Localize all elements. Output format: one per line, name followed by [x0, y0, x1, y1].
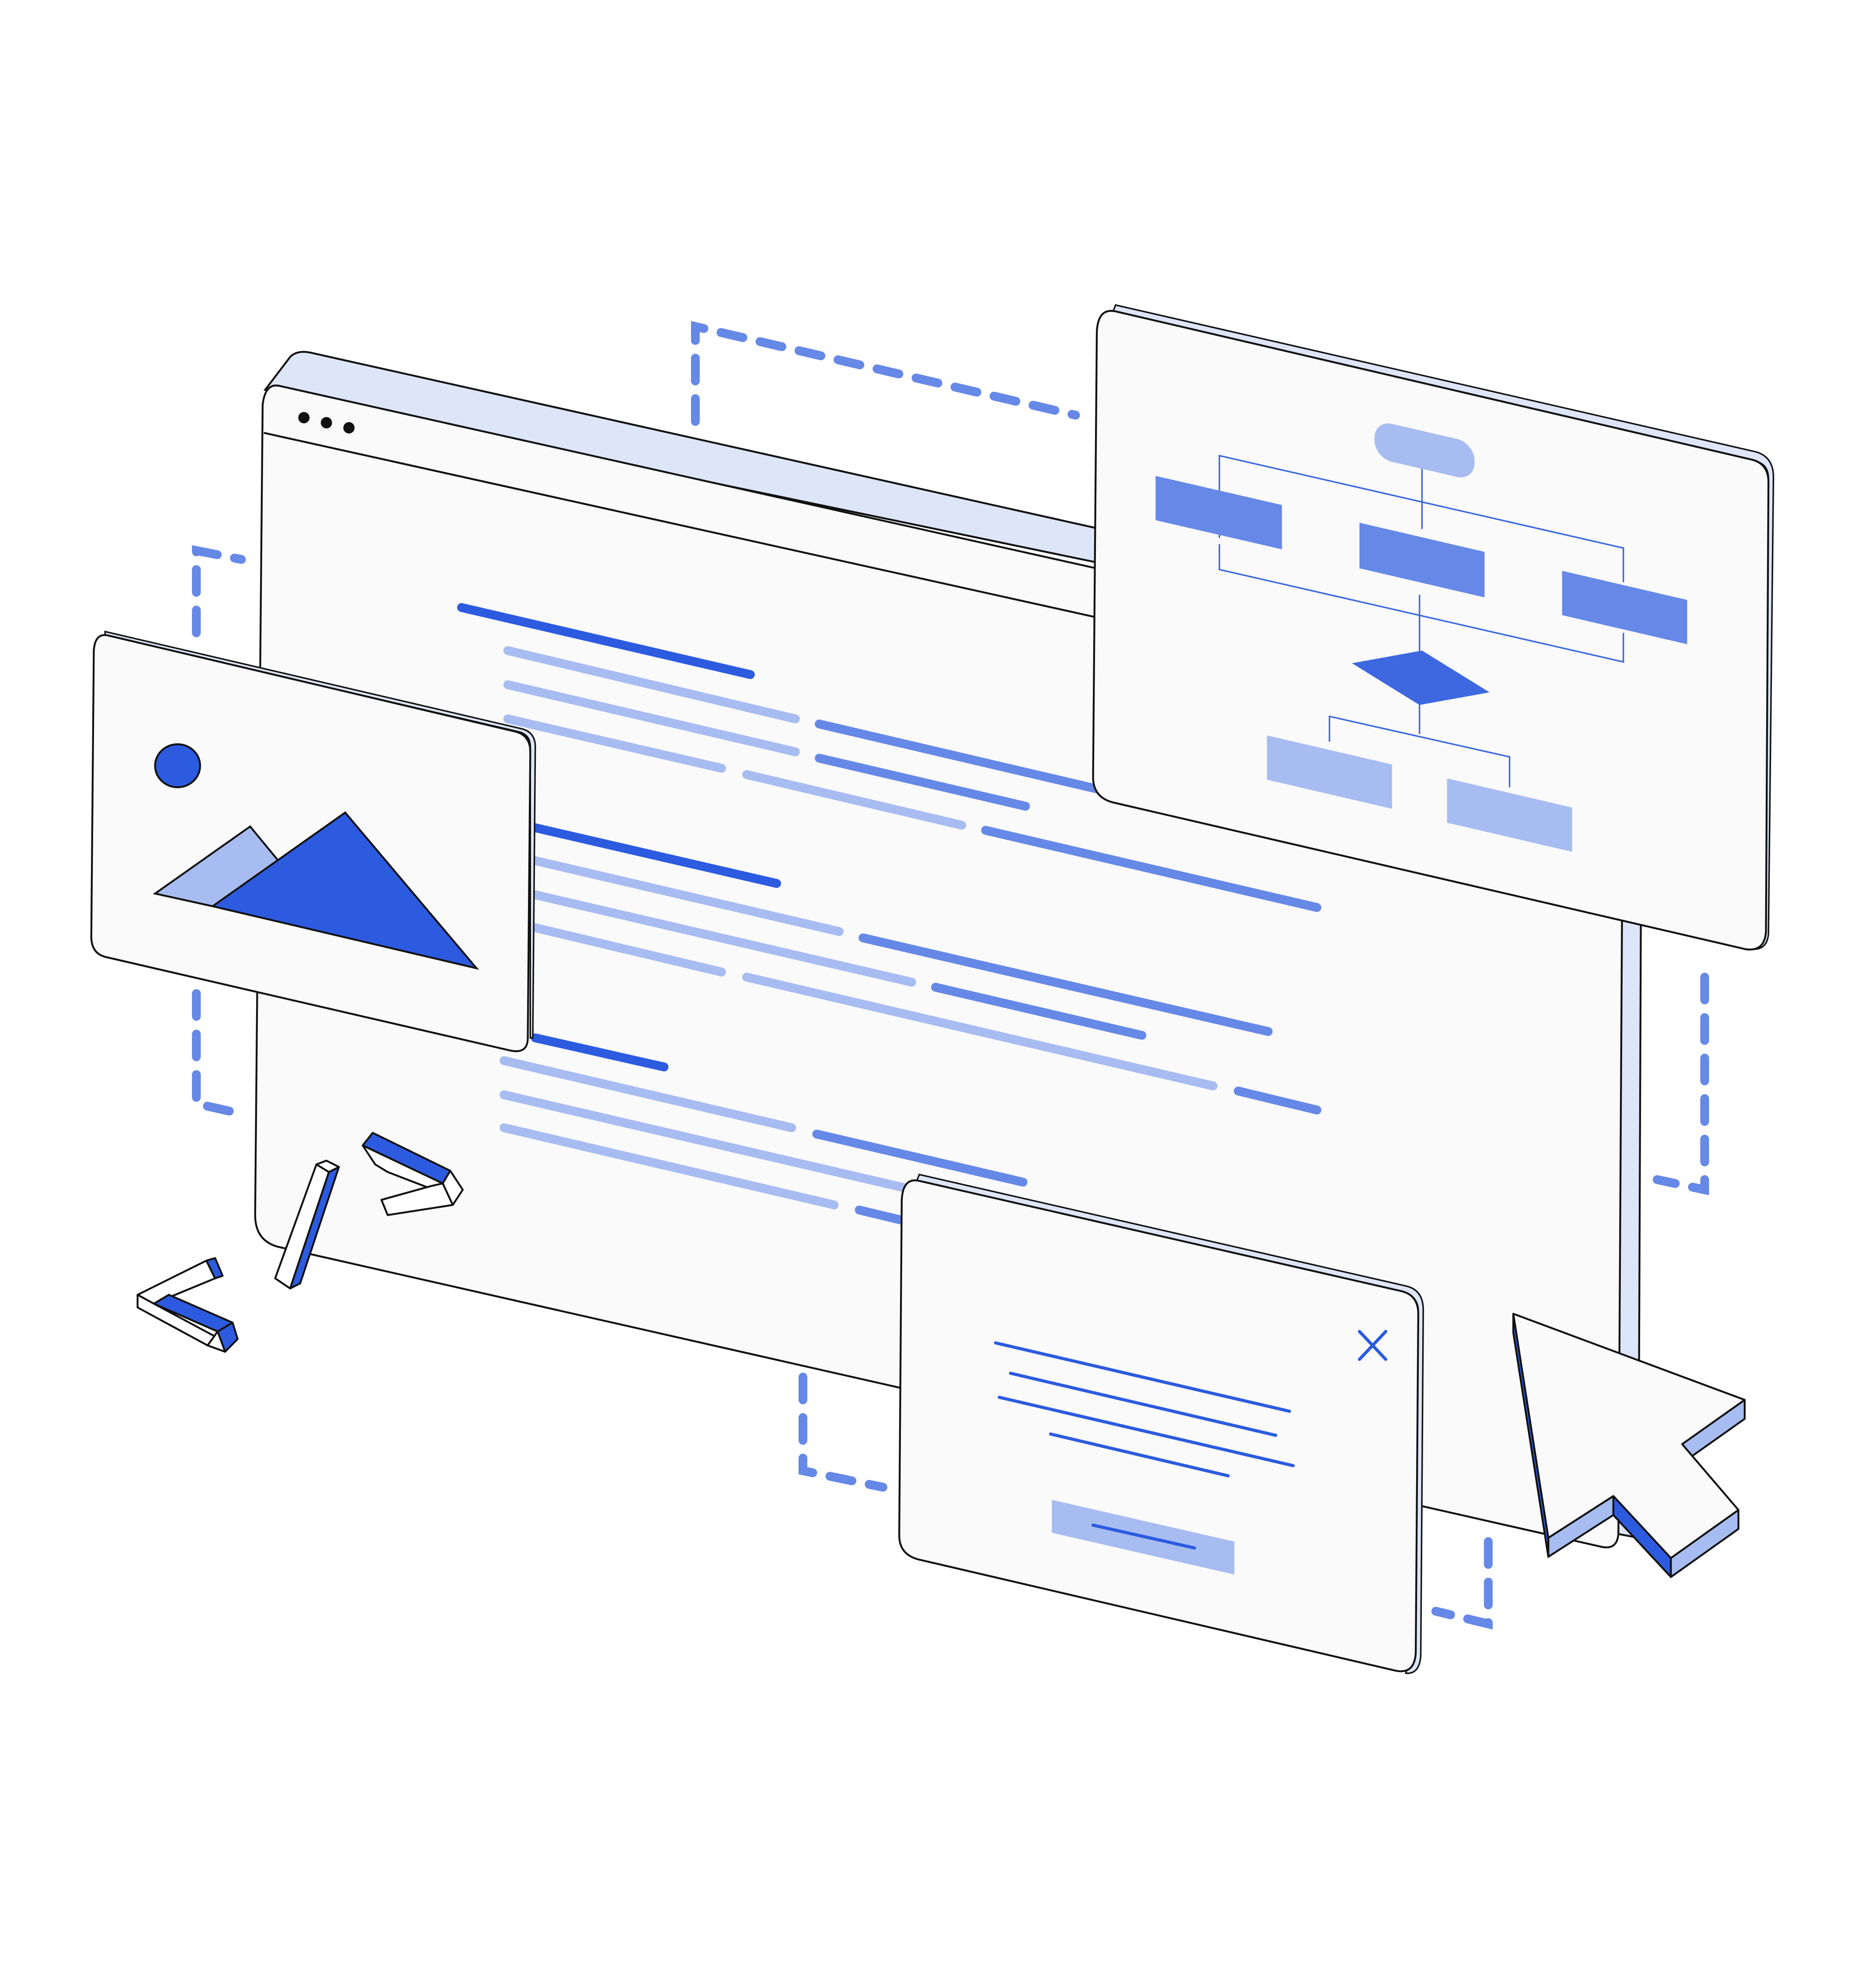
dialog-text-lines [994, 1341, 1295, 1477]
text-line [742, 770, 966, 830]
cursor-front [1512, 1313, 1746, 1559]
text-line [499, 1090, 918, 1195]
text-block-3 [499, 1033, 1028, 1226]
code-tag-close-bracket [361, 1132, 464, 1216]
dashed-guide-top [691, 321, 1080, 426]
dialog-action-button[interactable] [1052, 1499, 1235, 1575]
text-line [503, 646, 800, 724]
text-line [503, 714, 726, 773]
dialog-button-label-line [1092, 1523, 1196, 1550]
front-mountain [210, 811, 479, 970]
dashed-guide-left-upper [192, 545, 246, 637]
image-card [90, 630, 536, 1052]
flowchart-node [1155, 476, 1282, 550]
flowchart-card-body [1092, 310, 1770, 951]
dashed-guide-left-lower [192, 989, 246, 1119]
mouse-pointer-icon [1512, 1313, 1746, 1578]
flowchart-node [1562, 571, 1688, 645]
text-line [858, 933, 1273, 1036]
text-block-2 [531, 823, 1322, 1115]
text-line [531, 923, 726, 977]
dialog-text-line [994, 1341, 1291, 1413]
text-line [531, 856, 844, 936]
dialog-card [898, 1173, 1424, 1674]
text-line [1233, 1086, 1322, 1115]
flowchart-node [1447, 778, 1572, 852]
flowchart-start-node [1374, 423, 1475, 478]
flowchart-card [1092, 304, 1775, 951]
text-line [815, 719, 1105, 794]
dashed-guides [192, 321, 1709, 1629]
dialog-text-line [1049, 1432, 1230, 1477]
text-line [981, 826, 1322, 912]
dashed-guide-right [1652, 972, 1709, 1195]
text-line [742, 972, 1218, 1090]
dialog-card-body [898, 1179, 1420, 1673]
text-line [855, 1206, 911, 1226]
dialog-text-line [1009, 1372, 1277, 1437]
code-tag-open-bracket [137, 1257, 239, 1353]
image-icon [152, 743, 479, 970]
code-tag-slash [274, 1159, 340, 1289]
text-line [531, 890, 916, 987]
dashed-guide-bottom-left [799, 1372, 888, 1492]
heading-line [531, 1033, 669, 1072]
text-line [815, 753, 1030, 811]
heading-line [457, 603, 755, 679]
image-card-edge [104, 630, 536, 1039]
sun-shape [154, 743, 201, 789]
flowchart-node [1267, 735, 1392, 809]
text-line [812, 1130, 1028, 1187]
code-tag-icon [137, 1132, 464, 1353]
flowchart-decision-node [1352, 650, 1490, 705]
browser-window-top-edge [263, 351, 1102, 565]
dashed-guide-bottom-right [1431, 1537, 1493, 1629]
traffic-dots-icon [298, 412, 355, 434]
text-line [499, 1056, 796, 1132]
text-line [931, 983, 1146, 1040]
dialog-text-line [998, 1395, 1295, 1467]
flowchart-node [1359, 522, 1485, 597]
text-block-1 [457, 603, 1322, 912]
flowchart-icon [1155, 423, 1688, 852]
close-icon[interactable] [1358, 1330, 1388, 1361]
heading-line [531, 823, 781, 888]
text-line [503, 680, 800, 757]
text-line [499, 1123, 839, 1209]
